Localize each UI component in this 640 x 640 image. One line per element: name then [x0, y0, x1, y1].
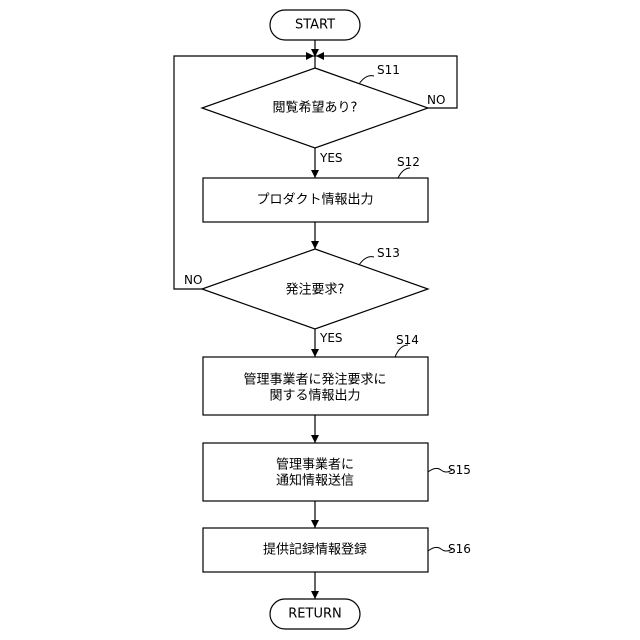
process-s14-line1: 管理事業者に発注要求に — [243, 372, 386, 388]
process-s15: 管理事業者に 通知情報送信 S15 — [203, 443, 471, 501]
start-label: START — [295, 18, 335, 33]
process-s12-label: プロダクト情報出力 — [256, 193, 373, 208]
return-terminal: RETURN — [270, 599, 360, 629]
decision-s11-yes-label: YES — [319, 151, 343, 165]
decision-s11: 閲覧希望あり? S11 NO YES — [202, 63, 445, 165]
decision-s11-label: 閲覧希望あり? — [273, 100, 358, 116]
step-id-s11: S11 — [377, 63, 400, 77]
process-s16-label: 提供記録情報登録 — [263, 542, 367, 558]
step-id-s14: S14 — [396, 333, 419, 347]
decision-s13-no-label: NO — [184, 273, 202, 287]
process-s14-line2: 関する情報出力 — [269, 389, 360, 404]
decision-s13-label: 発注要求? — [286, 283, 345, 298]
process-s15-line2: 通知情報送信 — [276, 473, 354, 489]
return-label: RETURN — [288, 607, 341, 622]
step-id-s13: S13 — [377, 246, 400, 260]
step-id-s15: S15 — [448, 463, 471, 477]
step-id-s12: S12 — [397, 155, 420, 169]
step-id-s16: S16 — [448, 542, 471, 556]
process-s16: 提供記録情報登録 S16 — [203, 528, 471, 572]
process-s15-line1: 管理事業者に — [276, 457, 354, 473]
decision-s11-no-label: NO — [427, 93, 445, 107]
decision-s13-yes-label: YES — [319, 331, 343, 345]
start-terminal: START — [270, 10, 360, 40]
decision-s13: 発注要求? S13 NO YES — [184, 246, 428, 345]
